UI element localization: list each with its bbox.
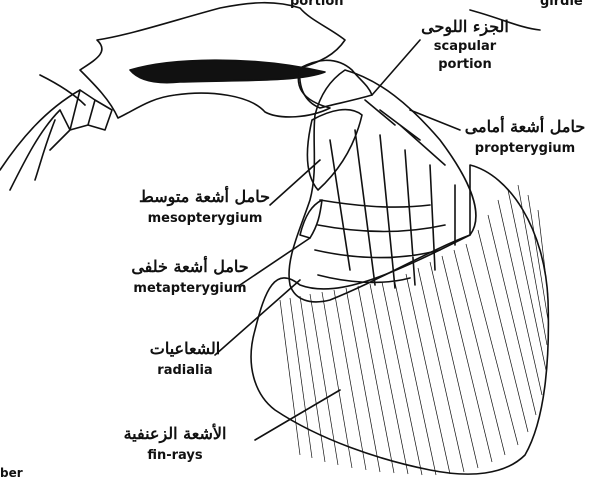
label-propterygium-ar: حامل أشعة أمامى (455, 118, 595, 136)
label-mesopterygium: حامل أشعة متوسط mesopterygium (140, 188, 270, 226)
label-mesopterygium-ar: حامل أشعة متوسط (140, 188, 270, 206)
scapular-process (300, 60, 372, 108)
radial-rows (315, 100, 455, 288)
label-scapular-portion: الجزء اللوحى scapular portion (405, 18, 525, 72)
label-scapular-en-1: scapular (405, 40, 525, 54)
finray-hatching (280, 185, 548, 475)
label-radialia: الشعاعيات radialia (140, 340, 230, 378)
mesopterygium-bone (307, 110, 362, 190)
label-metapterygium-ar: حامل أشعة خلفى (130, 258, 250, 276)
label-metapterygium-en: metapterygium (130, 282, 250, 296)
label-metapterygium: حامل أشعة خلفى metapterygium (130, 258, 250, 296)
label-girdle-portion: portion (290, 0, 344, 9)
label-radialia-ar: الشعاعيات (140, 340, 230, 358)
leader-metapterygium (240, 238, 310, 285)
label-scapular-ar: الجزء اللوحى (405, 18, 525, 36)
girdle-foramen (130, 60, 325, 83)
label-mesopterygium-en: mesopterygium (140, 212, 270, 226)
label-scapular-en-2: portion (405, 58, 525, 72)
label-finrays-en: fin-rays (115, 449, 235, 463)
finray-lobe (251, 165, 548, 474)
label-radialia-en: radialia (140, 364, 230, 378)
label-propterygium: حامل أشعة أمامى propterygium (455, 118, 595, 156)
label-propterygium-en: propterygium (455, 142, 595, 156)
label-girdle: girdle (540, 0, 583, 9)
fin-base (289, 70, 476, 302)
label-finrays: الأشعة الزعنفية fin-rays (115, 425, 235, 463)
leader-propterygium (410, 110, 460, 130)
label-finrays-ar: الأشعة الزعنفية (115, 425, 235, 443)
left-plates (0, 75, 112, 190)
label-edge-fragment: ber (0, 466, 23, 480)
